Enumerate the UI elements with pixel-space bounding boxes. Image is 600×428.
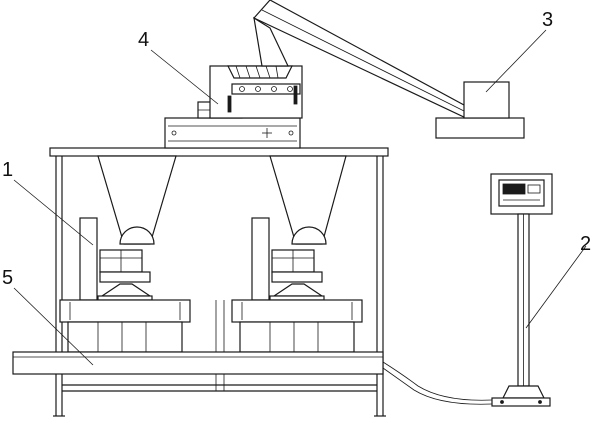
incline-discharge-chute [253,16,289,67]
feeder-base [164,117,301,149]
right-base-box [239,321,355,353]
incline-base [435,117,525,139]
right-weighing-unit [231,155,363,353]
left-side-plate [79,217,98,301]
drive-motor-box [463,81,510,119]
cable-line-1 [382,361,493,401]
left-weighing-unit [59,155,191,353]
left-base-box [67,321,183,353]
feeder-chute-rib-2 [245,65,251,79]
left-weigh-pan [59,299,191,323]
feeder-roller-3 [271,86,277,92]
part-labels: 1 2 3 4 5 [2,9,591,289]
feeder-clamp-right [293,85,298,105]
right-hopper-gate [291,226,327,245]
feeder-chute-rib-4 [265,65,271,79]
feeder-bolt-left [171,130,177,136]
controller-base-bolt-2 [538,400,542,404]
feeder-chute-rib-5 [275,65,279,79]
right-funnel-rim [269,295,325,301]
controller-keypad [527,184,541,194]
inclined-conveyor [253,0,525,139]
feeder-chute-rib-1 [235,65,241,79]
left-bracket [99,271,151,283]
label-3: 3 [542,9,553,31]
feeder-clamp-left [227,95,232,113]
incline-belt-center-line [261,9,479,119]
leader-line-5 [13,287,94,366]
signal-cable [382,361,493,405]
cable-line-2 [382,367,493,405]
controller-display [502,183,526,195]
label-2: 2 [580,233,591,255]
left-hopper-gate [119,226,155,245]
label-1: 1 [2,159,13,181]
leader-line-2 [525,245,587,329]
feeder-roller-bar [231,83,301,95]
controller-column-foot [502,385,545,399]
right-weigh-pan [231,299,363,323]
controller-base-bolt-1 [500,400,504,404]
feeder-chute-rib-3 [255,65,261,79]
label-5: 5 [2,267,13,289]
leader-lines [13,29,587,366]
right-side-plate [251,217,270,301]
conveyor-belt [12,351,384,375]
vibrating-feeder [164,65,303,149]
controller-base-plate [491,397,551,407]
controller-column [490,173,553,407]
right-bracket [271,271,323,283]
leader-line-4 [150,49,219,105]
feeder-roller-1 [239,86,245,92]
feeder-roller-4 [287,86,293,92]
conveyor-belt-body [12,351,384,375]
leader-line-3 [485,29,547,93]
table-top [49,147,389,157]
feeder-roller-2 [255,86,261,92]
left-funnel [100,283,152,297]
right-funnel [272,283,324,297]
feeder-bolt-right [288,130,294,136]
left-funnel-rim [97,295,153,301]
leader-line-1 [13,179,94,246]
label-4: 4 [138,29,149,51]
